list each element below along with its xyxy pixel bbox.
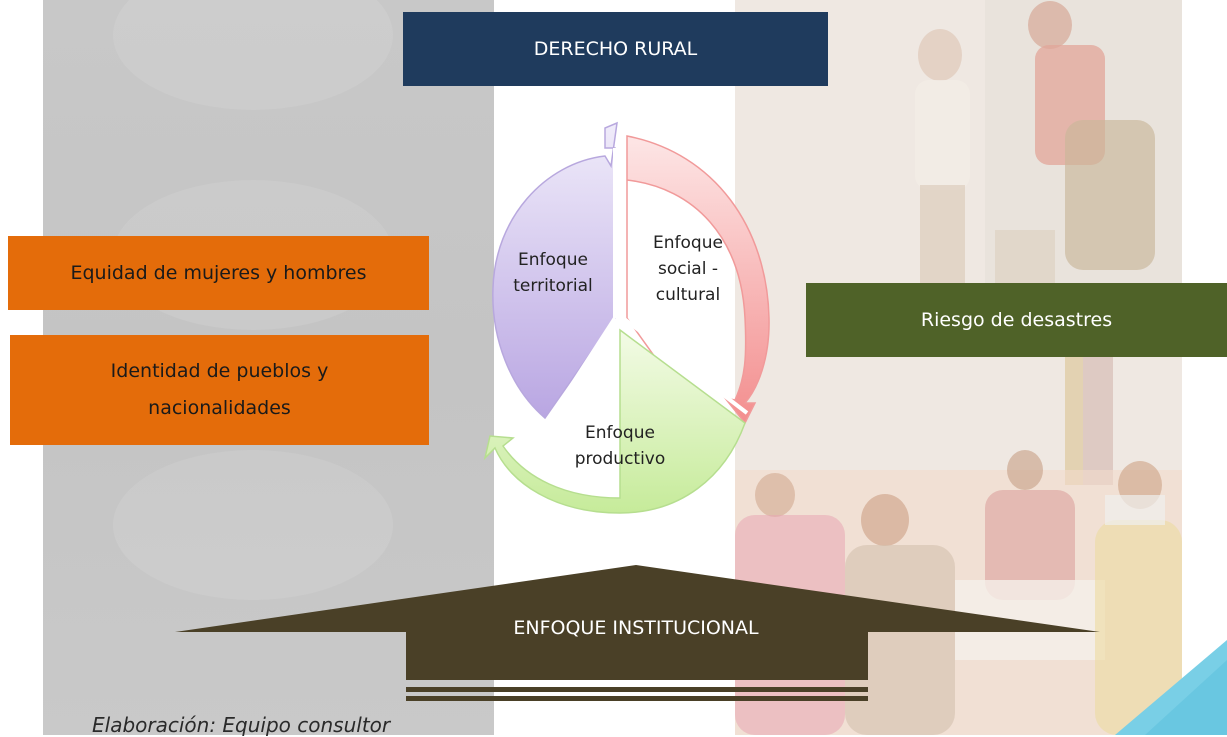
corner-triangle-decoration xyxy=(1115,640,1227,735)
gender-equity-box: Equidad de mujeres y hombres xyxy=(8,236,429,310)
social-label: Enfoque social - cultural xyxy=(628,230,748,308)
disaster-risk-box: Riesgo de desastres xyxy=(806,283,1227,357)
social-line-2: social - xyxy=(657,259,718,279)
identity-box: Identidad de pueblos y nacionalidades xyxy=(10,335,429,445)
territorial-line-2: territorial xyxy=(513,276,593,296)
disaster-risk-label: Riesgo de desastres xyxy=(920,308,1113,331)
title-text: DERECHO RURAL xyxy=(533,37,698,60)
figure-caption: Elaboración: Equipo consultor xyxy=(92,713,391,737)
gender-equity-label: Equidad de mujeres y hombres xyxy=(70,261,367,284)
institutional-label-text: ENFOQUE INSTITUCIONAL xyxy=(513,617,759,639)
social-line-3: cultural xyxy=(655,285,721,305)
institutional-label: ENFOQUE INSTITUCIONAL xyxy=(406,608,866,648)
territorial-segment xyxy=(492,121,618,420)
territorial-line-1: Enfoque xyxy=(518,250,588,270)
territorial-label: Enfoque territorial xyxy=(493,247,613,299)
identity-label: Identidad de pueblos y nacionalidades xyxy=(110,360,329,419)
institutional-arrow xyxy=(175,565,1100,701)
title-box: DERECHO RURAL xyxy=(403,12,828,86)
cycle-diagram xyxy=(483,121,770,514)
productivo-line-1: Enfoque xyxy=(585,423,655,443)
productivo-line-2: productivo xyxy=(574,449,666,469)
social-line-1: Enfoque xyxy=(653,233,723,253)
productivo-segment xyxy=(483,328,746,514)
productivo-label: Enfoque productivo xyxy=(560,420,680,472)
